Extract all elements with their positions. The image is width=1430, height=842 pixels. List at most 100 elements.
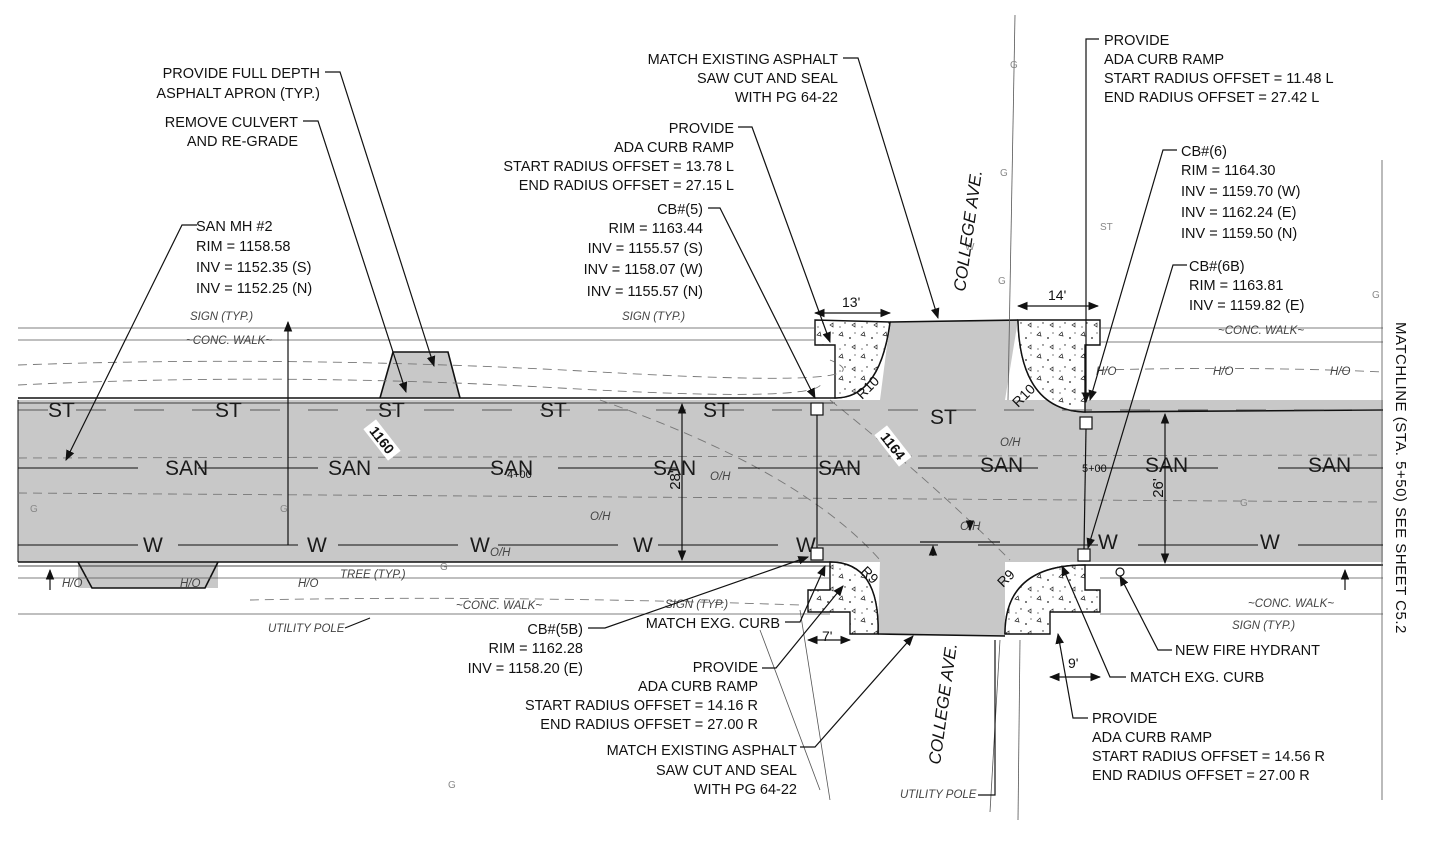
st-label: ST — [215, 399, 242, 422]
g-label: G — [998, 276, 1006, 287]
svg-text:RIM = 1158.58: RIM = 1158.58 — [196, 239, 290, 255]
dim-9: 9' — [1068, 655, 1078, 671]
svg-text:START RADIUS OFFSET = 14.56 R: START RADIUS OFFSET = 14.56 R — [1092, 749, 1325, 765]
svg-text:PROVIDE: PROVIDE — [1104, 33, 1170, 49]
callout-ada-ramp-nw: PROVIDE ADA CURB RAMP START RADIUS OFFSE… — [503, 121, 734, 194]
callout-match-curb-sw: MATCH EXG. CURB — [646, 616, 780, 632]
g-label: G — [30, 504, 38, 515]
svg-text:ADA CURB RAMP: ADA CURB RAMP — [1104, 52, 1224, 68]
svg-text:SAN MH #2: SAN MH #2 — [196, 219, 273, 235]
svg-text:RIM = 1163.44: RIM = 1163.44 — [609, 221, 703, 237]
g-label: G — [1240, 498, 1248, 509]
svg-text:INV = 1152.25 (N): INV = 1152.25 (N) — [196, 281, 312, 297]
svg-text:INV = 1155.57 (N): INV = 1155.57 (N) — [587, 284, 703, 300]
svg-text:WITH PG 64-22: WITH PG 64-22 — [694, 782, 797, 798]
st-label: ST — [703, 399, 730, 422]
dim-26: 26' — [1150, 478, 1167, 498]
svg-text:INV = 1158.20 (E): INV = 1158.20 (E) — [468, 661, 583, 677]
callout-provide-full-depth-apron: PROVIDE FULL DEPTH ASPHALT APRON (TYP.) — [156, 66, 320, 102]
svg-text:REMOVE CULVERT: REMOVE CULVERT — [165, 115, 298, 131]
svg-text:END RADIUS OFFSET = 27.00 R: END RADIUS OFFSET = 27.00 R — [1092, 768, 1310, 784]
callout-ada-ramp-ne: PROVIDE ADA CURB RAMP START RADIUS OFFSE… — [1104, 33, 1334, 106]
station-400: 4+00 — [507, 469, 532, 481]
svg-text:START RADIUS OFFSET = 11.48 L: START RADIUS OFFSET = 11.48 L — [1104, 71, 1334, 87]
dim-14: 14' — [1048, 287, 1066, 303]
callout-ada-ramp-se: PROVIDE ADA CURB RAMP START RADIUS OFFSE… — [1092, 711, 1325, 784]
callout-match-curb-se: MATCH EXG. CURB — [1130, 670, 1264, 686]
svg-text:ADA CURB RAMP: ADA CURB RAMP — [1092, 730, 1212, 746]
svg-text:RIM = 1162.28: RIM = 1162.28 — [489, 641, 583, 657]
catch-basins — [810, 402, 1093, 562]
svg-text:RIM = 1163.81: RIM = 1163.81 — [1189, 278, 1283, 294]
callout-cb5: CB#(5) RIM = 1163.44 INV = 1155.57 (S) I… — [584, 202, 703, 300]
dim-13: 13' — [842, 294, 860, 310]
callout-remove-culvert: REMOVE CULVERT AND RE-GRADE — [165, 115, 299, 150]
svg-text:PROVIDE FULL DEPTH: PROVIDE FULL DEPTH — [163, 66, 320, 82]
w-label: W — [1260, 531, 1280, 554]
svg-text:ASPHALT APRON (TYP.): ASPHALT APRON (TYP.) — [156, 86, 320, 102]
svg-text:CB#(6): CB#(6) — [1181, 144, 1227, 160]
conc-walk-label: ~CONC. WALK~ — [186, 335, 272, 347]
st-label: ST — [930, 406, 957, 429]
svg-text:END RADIUS OFFSET = 27.15 L: END RADIUS OFFSET = 27.15 L — [519, 178, 734, 194]
st-label: ST — [540, 399, 567, 422]
station-500: 5+00 — [1082, 463, 1107, 475]
cb6b-symbol — [1077, 548, 1091, 562]
conc-walk-label: ~CONC. WALK~ — [1218, 325, 1304, 337]
ho-label: H/O — [1213, 366, 1234, 378]
svg-text:CB#(6B): CB#(6B) — [1189, 259, 1245, 275]
svg-text:PROVIDE: PROVIDE — [669, 121, 735, 137]
sign-typ-label: SIGN (TYP.) — [1232, 620, 1295, 632]
w-label: W — [965, 242, 975, 253]
svg-text:INV = 1159.70 (W): INV = 1159.70 (W) — [1181, 184, 1300, 200]
w-label: W — [633, 534, 653, 557]
w-label: W — [307, 534, 327, 557]
curb-ramps — [807, 319, 1101, 635]
background-linework — [17, 14, 1384, 821]
sign-typ-label: SIGN (TYP.) — [190, 311, 253, 323]
callout-match-asphalt-north: MATCH EXISTING ASPHALT SAW CUT AND SEAL … — [648, 52, 839, 106]
oh-label: O/H — [590, 511, 611, 523]
svg-text:INV = 1159.50 (N): INV = 1159.50 (N) — [1181, 226, 1297, 242]
sign-typ-label: SIGN (TYP.) — [622, 311, 685, 323]
svg-text:SAW CUT AND SEAL: SAW CUT AND SEAL — [697, 71, 838, 87]
svg-text:RIM = 1164.30: RIM = 1164.30 — [1181, 163, 1275, 179]
svg-text:INV = 1158.07 (W): INV = 1158.07 (W) — [584, 262, 703, 278]
san-label: SAN — [1308, 454, 1351, 477]
g-label: G — [1372, 290, 1380, 301]
ho-label: H/O — [62, 578, 83, 590]
svg-text:END RADIUS OFFSET = 27.42 L: END RADIUS OFFSET = 27.42 L — [1104, 90, 1319, 106]
callout-cb6: CB#(6) RIM = 1164.30 INV = 1159.70 (W) I… — [1181, 144, 1300, 242]
dim-7: 7' — [822, 628, 832, 644]
svg-text:MATCH EXISTING ASPHALT: MATCH EXISTING ASPHALT — [607, 743, 798, 759]
svg-text:MATCH EXISTING ASPHALT: MATCH EXISTING ASPHALT — [648, 52, 839, 68]
w-label: W — [143, 534, 163, 557]
utility-labels: ST ST ST ST ST ST SAN SAN SAN SAN SAN SA… — [18, 60, 1383, 791]
svg-text:INV = 1152.35 (S): INV = 1152.35 (S) — [196, 260, 311, 276]
street-name-south: COLLEGE AVE. — [925, 642, 961, 766]
w-label: W — [470, 534, 490, 557]
ho-label: H/O — [1330, 366, 1351, 378]
oh-label: O/H — [490, 547, 511, 559]
g-label: G — [280, 504, 288, 515]
cb5b-symbol — [810, 547, 824, 561]
matchline-label: MATCHLINE (STA. 5+50) SEE SHEET C5.2 — [1392, 322, 1409, 634]
svg-text:ADA CURB RAMP: ADA CURB RAMP — [614, 140, 734, 156]
svg-text:INV = 1159.82 (E): INV = 1159.82 (E) — [1189, 298, 1304, 314]
tree-typ-label: TREE (TYP.) — [340, 569, 406, 581]
svg-text:INV = 1162.24 (E): INV = 1162.24 (E) — [1181, 205, 1296, 221]
fire-hydrant-symbol — [1115, 567, 1125, 577]
oh-label: O/H — [1000, 437, 1021, 449]
st-label: ST — [48, 399, 75, 422]
g-label: G — [448, 780, 456, 791]
san-label: SAN — [1145, 454, 1188, 477]
callout-new-fire-hydrant: NEW FIRE HYDRANT — [1175, 643, 1320, 659]
svg-text:INV = 1155.57 (S): INV = 1155.57 (S) — [588, 241, 703, 257]
w-label: W — [1098, 531, 1118, 554]
conc-walk-label: ~CONC. WALK~ — [456, 600, 542, 612]
san-label: SAN — [980, 454, 1023, 477]
st-label: ST — [378, 399, 405, 422]
g-label: G — [1000, 168, 1008, 179]
svg-text:CB#(5): CB#(5) — [657, 202, 703, 218]
svg-text:PROVIDE: PROVIDE — [693, 660, 759, 676]
